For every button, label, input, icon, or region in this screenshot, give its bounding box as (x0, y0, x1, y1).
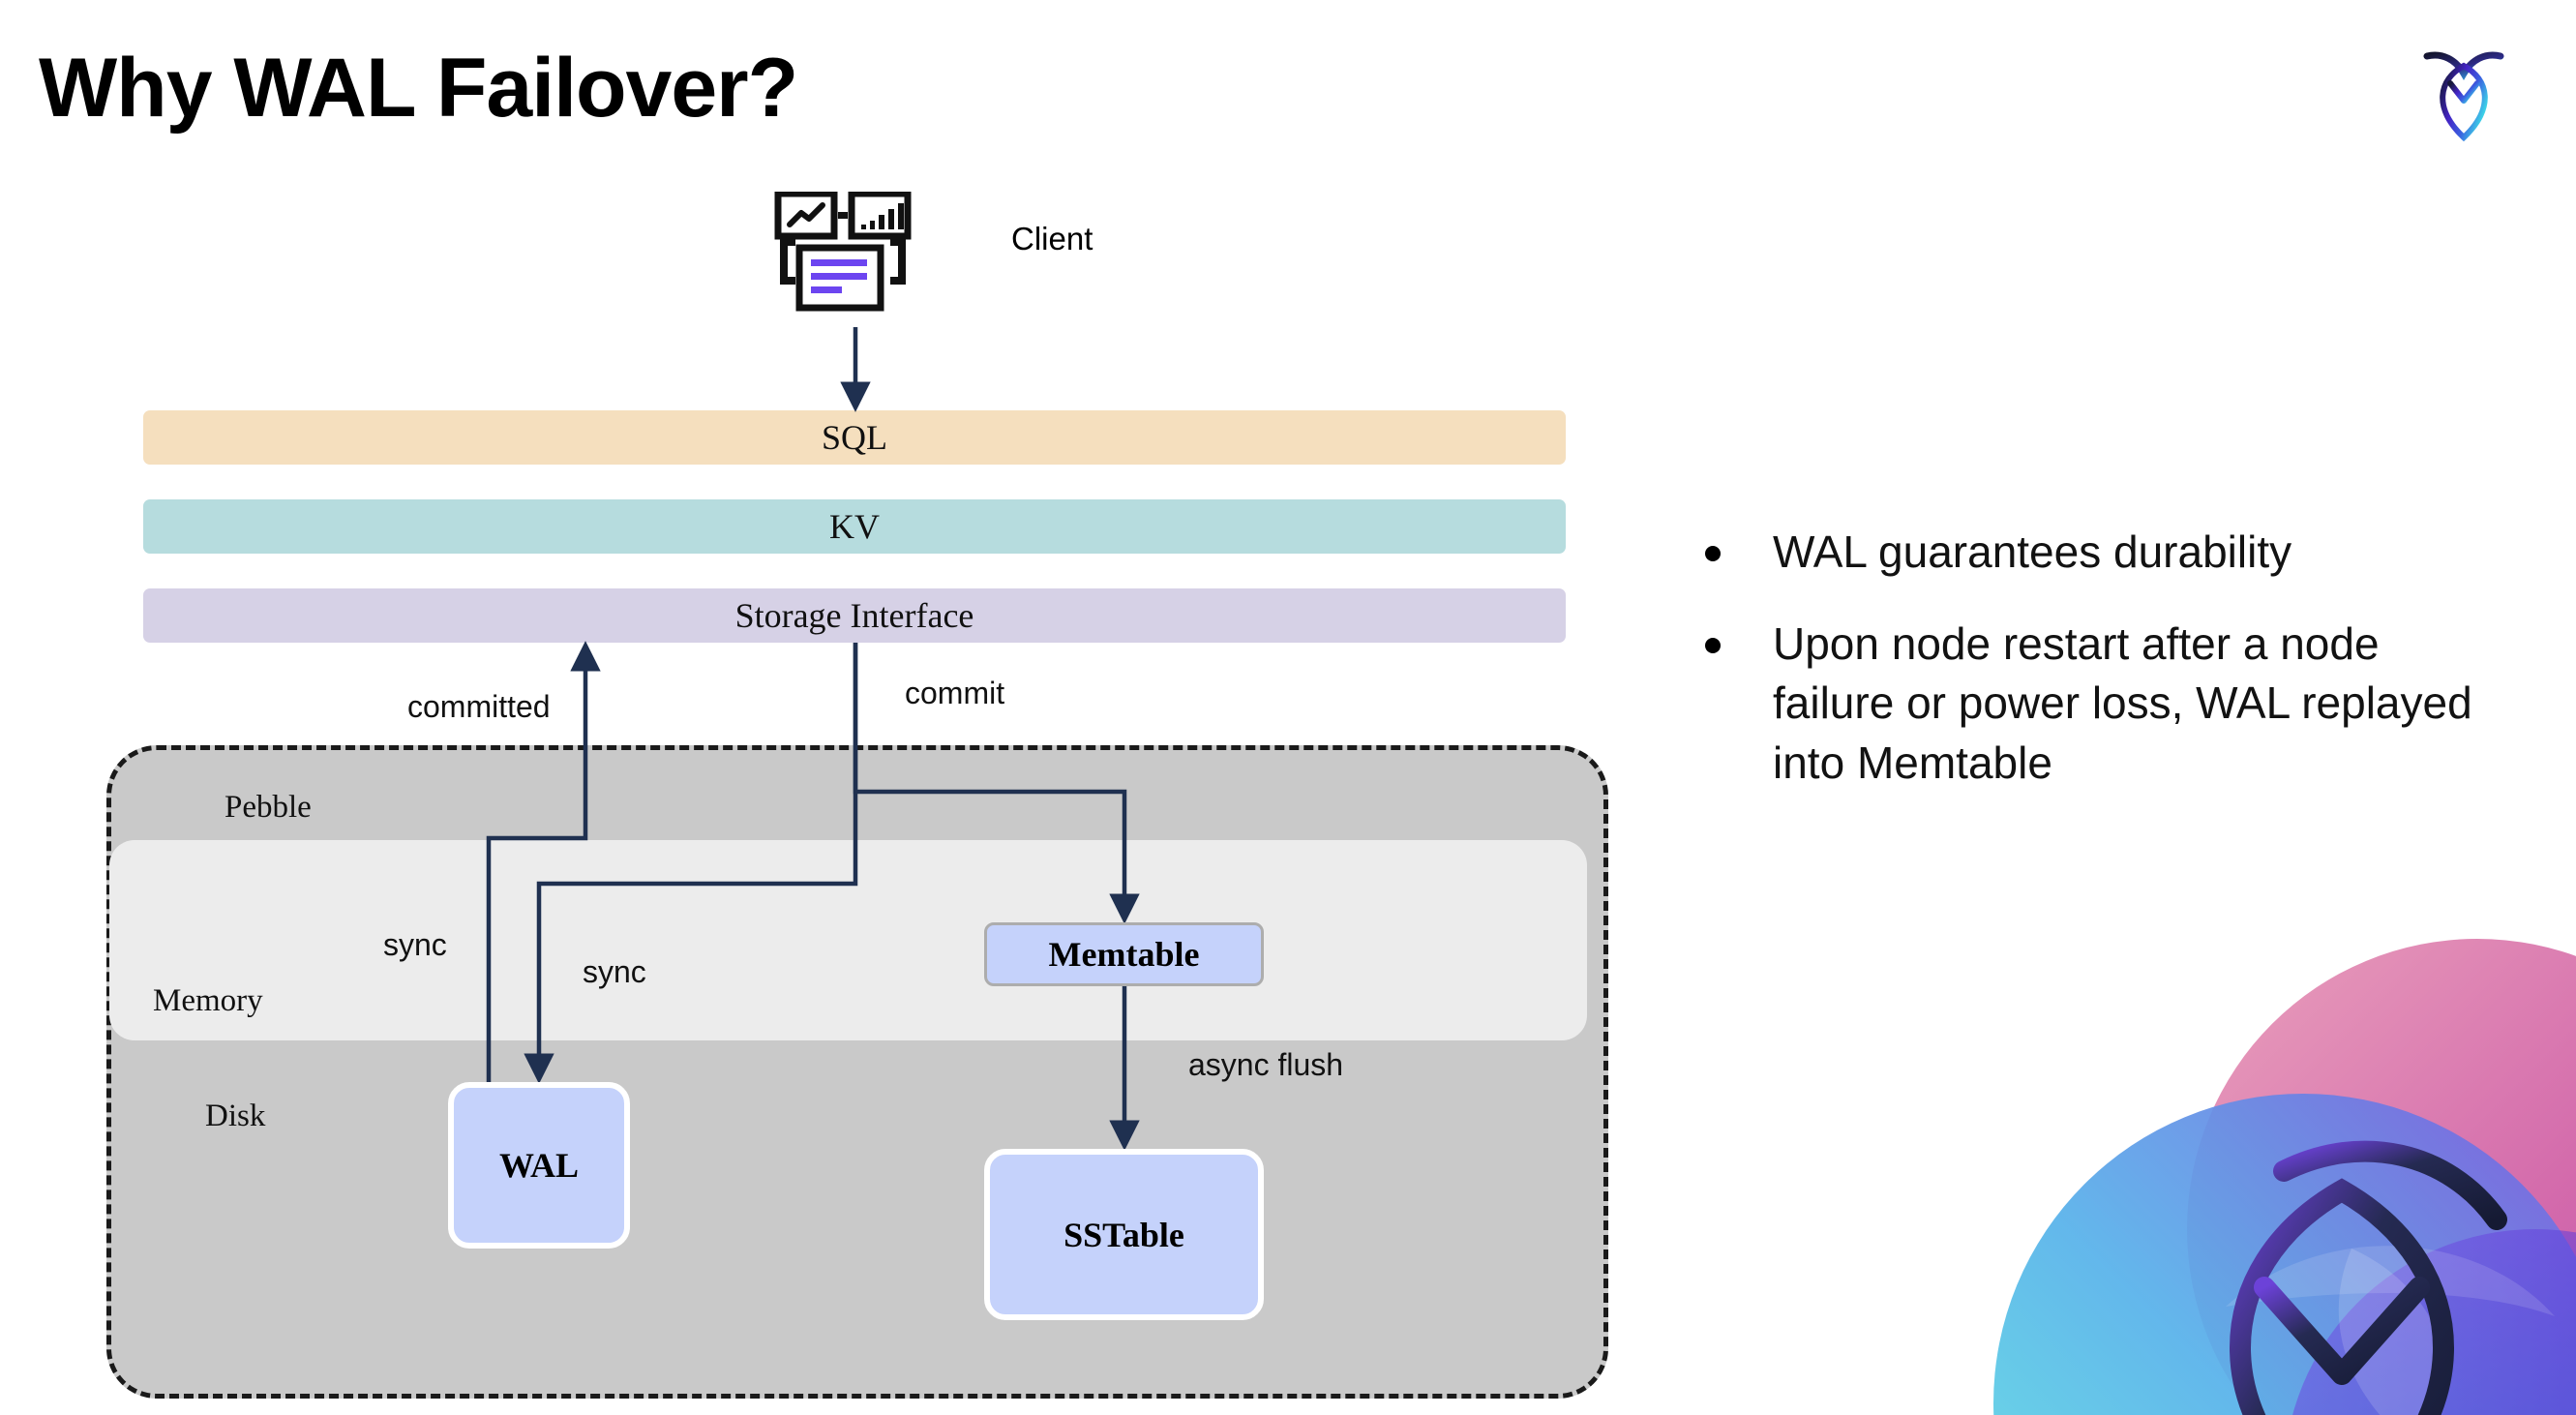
layer-bar-sql: SQL (143, 410, 1566, 465)
node-wal-label: WAL (498, 1146, 580, 1185)
client-dashboard-icon (774, 190, 929, 327)
cockroachdb-logo (2417, 37, 2510, 161)
layer-bar-kv: KV (143, 499, 1566, 554)
wal-architecture-diagram: Client SQL KV Storage Interface Pebble M… (106, 190, 1608, 1399)
edge-label-sync-right: sync (583, 954, 646, 989)
decorative-circles-artwork (1935, 900, 2576, 1415)
node-sstable: SSTable (984, 1149, 1264, 1320)
list-item: WAL guarantees durability (1705, 523, 2508, 582)
node-sstable-label: SSTable (1063, 1215, 1184, 1254)
pebble-label: Pebble (225, 790, 312, 825)
node-memtable: Memtable (984, 922, 1264, 986)
node-wal: WAL (448, 1082, 630, 1249)
page-title: Why WAL Failover? (39, 42, 798, 135)
layer-label-kv: KV (829, 507, 880, 546)
memory-region (109, 840, 1587, 1040)
edge-label-async-flush: async flush (1188, 1047, 1344, 1082)
edge-label-committed: committed (407, 689, 551, 724)
memory-label: Memory (153, 983, 263, 1018)
bullet-dot-icon (1705, 546, 1721, 561)
edge-label-sync-left: sync (383, 927, 447, 962)
bullet-text: WAL guarantees durability (1773, 527, 2292, 577)
bullet-list: WAL guarantees durability Upon node rest… (1705, 523, 2508, 826)
layer-bar-storage: Storage Interface (143, 588, 1566, 643)
disk-label: Disk (205, 1099, 266, 1133)
bullet-dot-icon (1705, 638, 1721, 654)
layer-label-storage: Storage Interface (734, 596, 974, 635)
layer-label-sql: SQL (821, 418, 887, 457)
node-memtable-label: Memtable (1048, 935, 1200, 974)
client-label: Client (1011, 221, 1093, 256)
edge-label-commit: commit (905, 676, 1005, 710)
list-item: Upon node restart after a node failure o… (1705, 615, 2508, 793)
bullet-text: Upon node restart after a node failure o… (1773, 618, 2472, 788)
